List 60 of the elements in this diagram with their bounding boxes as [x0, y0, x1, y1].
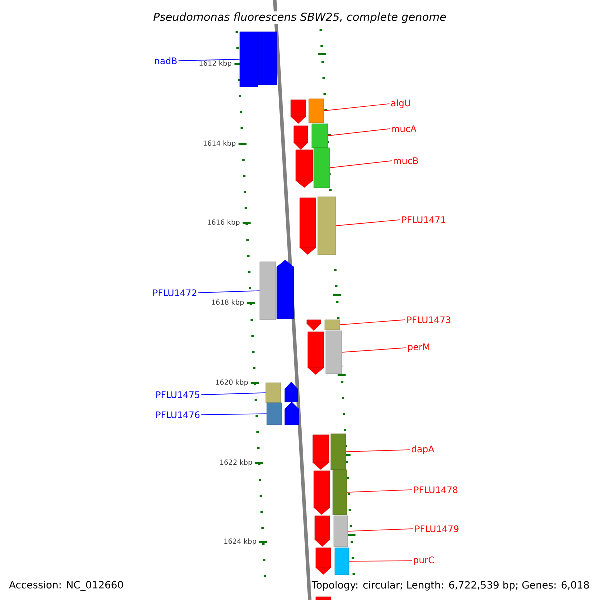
gene-bar — [318, 196, 336, 256]
gene-bar — [312, 434, 330, 470]
gene-label: PFLU1472 — [154, 290, 196, 296]
gene-bar — [334, 516, 348, 548]
gene-bar — [284, 402, 300, 426]
gene-bar — [240, 32, 258, 88]
gene-label: algU — [391, 100, 410, 108]
gene-label: mucA — [392, 126, 417, 132]
gene-label: mucB — [394, 158, 418, 164]
leader-line — [340, 320, 406, 326]
gene-label: nadB — [155, 58, 177, 64]
topology-text: Topology: circular; Length: 6,722,539 bp; Genes: 6,018 — [310, 580, 591, 592]
leader-line — [346, 450, 411, 452]
gene-bar — [326, 330, 342, 374]
gene-bar — [290, 100, 306, 124]
gene-bar — [324, 320, 340, 330]
leader-line — [336, 220, 401, 226]
leader-line — [346, 490, 413, 493]
gene-bar — [276, 260, 294, 320]
gene-bar — [314, 470, 330, 515]
gene-bar — [330, 434, 346, 470]
gene-label: PFLU1473 — [408, 316, 451, 324]
gene-bar — [306, 320, 322, 331]
gene-bar — [316, 548, 332, 575]
gene-label: PFLU1476 — [156, 412, 200, 418]
leader-line — [198, 290, 260, 294]
gene-label: perM — [408, 344, 430, 352]
leader-line — [178, 59, 240, 62]
gene-label: PFLU1471 — [402, 216, 446, 224]
leader-line — [328, 128, 390, 136]
accession-text: Accession: NC_012660 — [8, 580, 125, 592]
gene-bar — [300, 198, 316, 255]
gene-label: PFLU1479 — [416, 526, 459, 532]
gene-bar — [266, 382, 282, 404]
gene-bar — [312, 124, 328, 148]
gene-bar — [294, 126, 308, 150]
gene-bar — [314, 148, 330, 188]
leader-line — [201, 392, 266, 396]
gene-bar — [284, 382, 298, 402]
gene-bar — [332, 470, 348, 516]
gene-bar — [308, 98, 324, 124]
gene-label: PFLU1478 — [414, 486, 458, 494]
leader-line — [342, 348, 407, 353]
gene-label: PFLU1475 — [156, 392, 200, 398]
gene-bar — [308, 332, 324, 375]
leader-line — [348, 560, 412, 562]
gene-label: dapA — [412, 446, 434, 454]
gene-bar — [266, 402, 282, 426]
gene-bar — [260, 262, 276, 320]
leader-line — [324, 104, 390, 112]
gene-bar — [296, 150, 314, 188]
leader-line — [348, 528, 414, 532]
leader-line — [330, 160, 392, 168]
leader-line — [201, 414, 268, 416]
gene-bar — [316, 596, 332, 600]
gene-bar — [334, 548, 350, 576]
gene-label: purC — [414, 556, 434, 566]
gene-bar — [314, 516, 330, 547]
gene-bar — [258, 32, 278, 86]
title: Pseudomonas fluorescens SBW25, complete genome — [152, 12, 448, 24]
